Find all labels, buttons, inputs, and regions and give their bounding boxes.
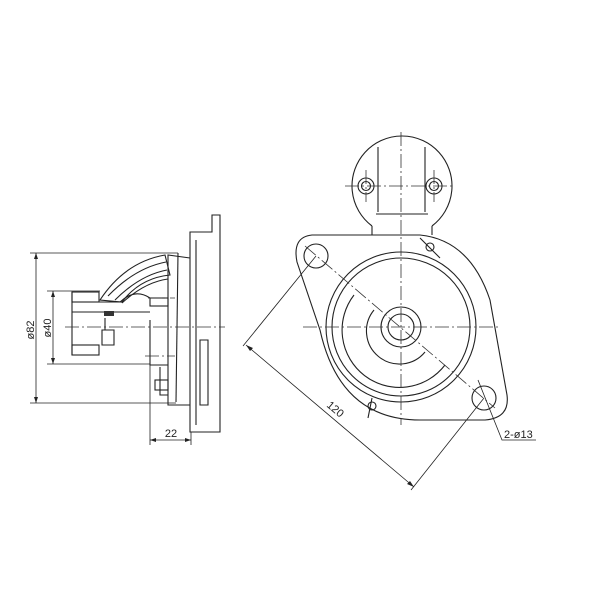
front-view: 120 2-ø13 <box>242 132 536 491</box>
dim-inner-diameter: ø40 <box>42 319 54 338</box>
mount-hole-top-left <box>303 243 329 269</box>
side-view: ø82 ø40 22 <box>25 214 225 445</box>
dim-offset: 22 <box>165 428 177 440</box>
dim-outer-diameter: ø82 <box>25 321 37 340</box>
dim-holes: 2-ø13 <box>504 429 533 441</box>
mount-hole-bottom-right <box>471 385 497 411</box>
dim-hole-spacing: 120 <box>324 399 346 420</box>
